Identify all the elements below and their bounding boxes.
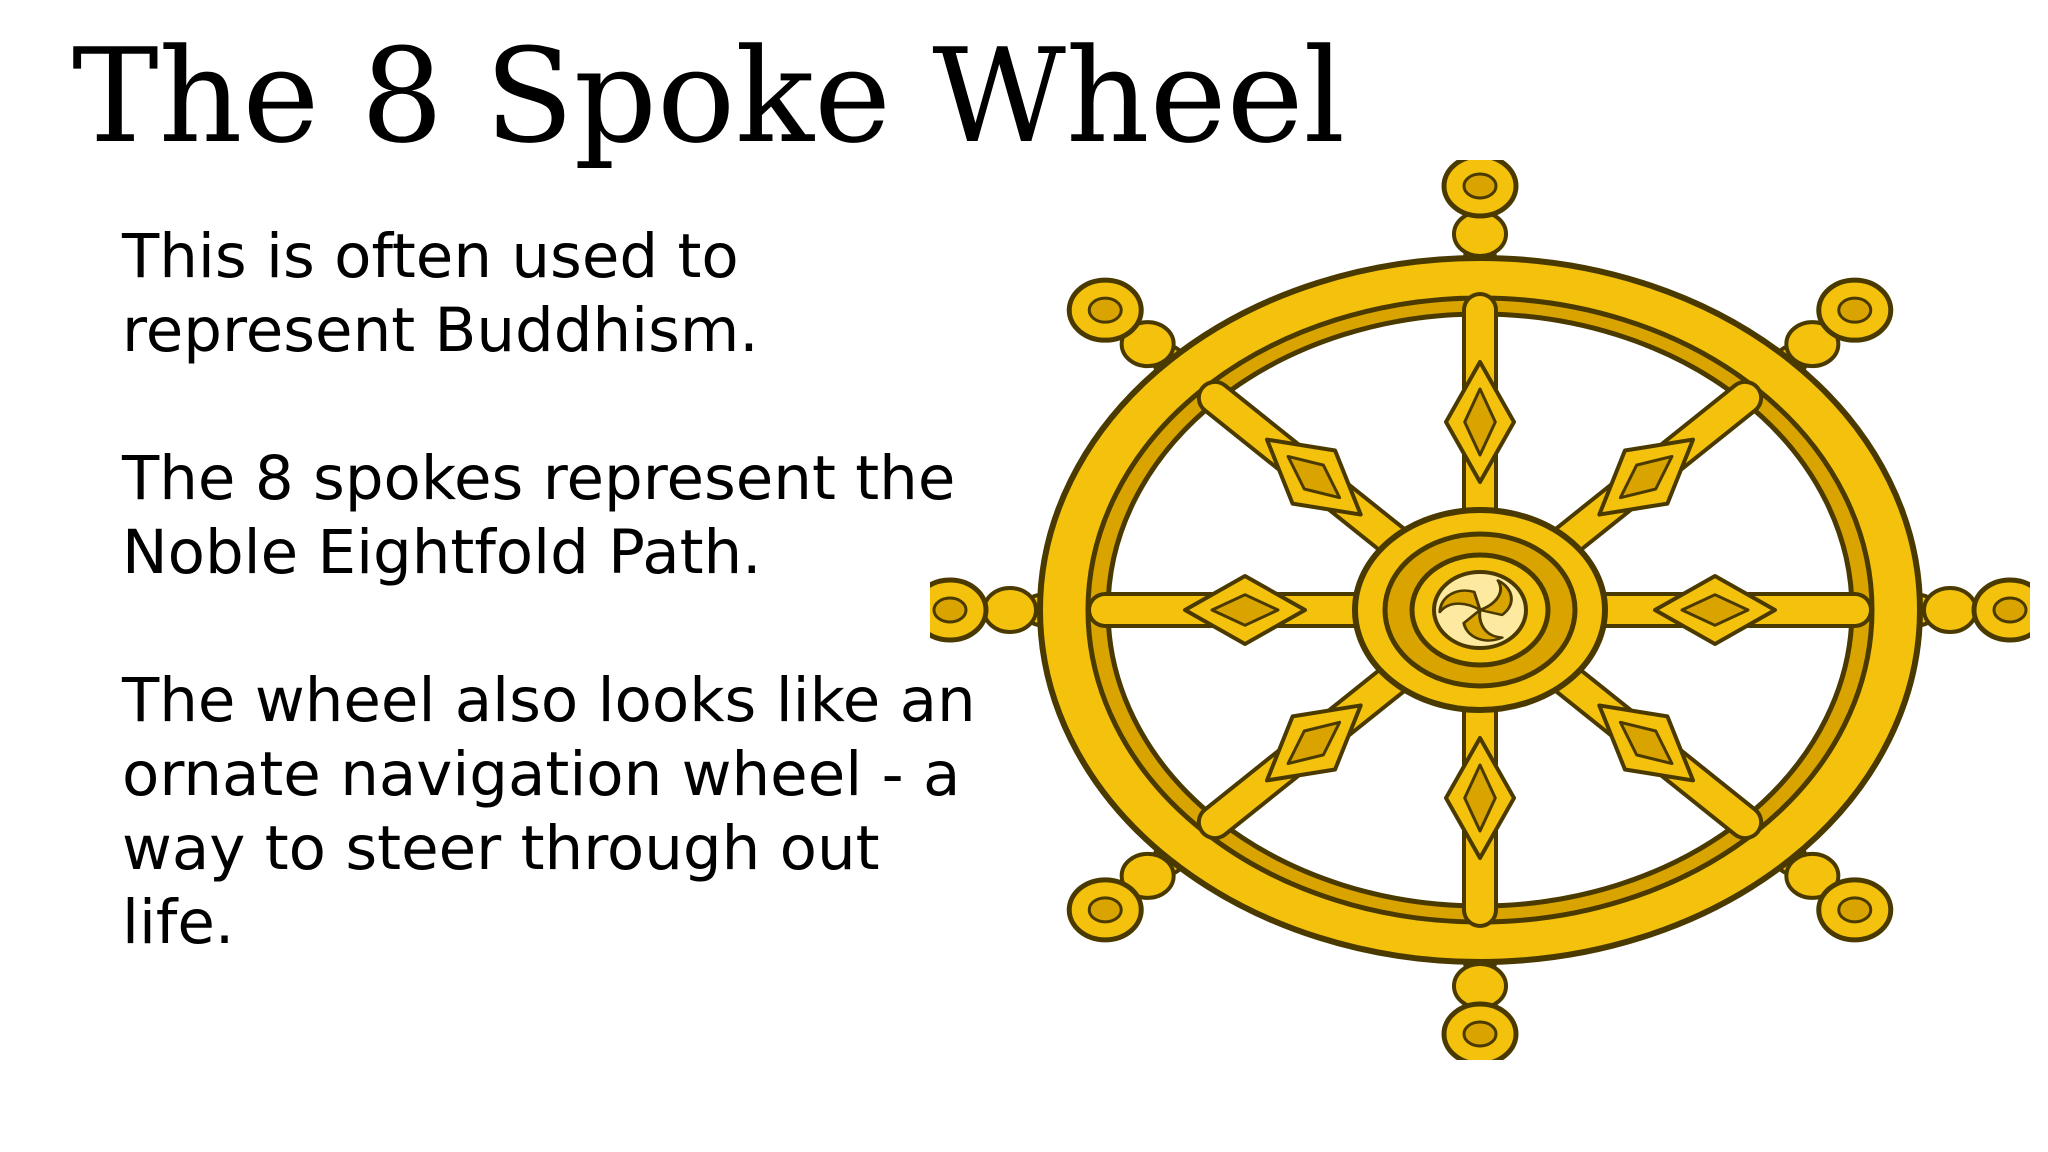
paragraph-navigation-wheel: The wheel also looks like an ornate navi…: [122, 665, 976, 958]
slide-body: This is often used to represent Buddhism…: [122, 220, 982, 960]
swirl-icon: [1438, 579, 1513, 642]
wheel-spoke: [1539, 379, 1764, 566]
wheel-spoke: [1196, 379, 1421, 566]
wheel-spoke: [1572, 574, 1873, 646]
wheel-spoke: [1444, 680, 1516, 928]
wheel-spoke: [1196, 654, 1421, 841]
paragraph-buddhism: This is often used to represent Buddhism…: [122, 221, 759, 366]
dharma-wheel-icon: [930, 160, 2030, 1060]
wheel-spoke: [1087, 574, 1388, 646]
wheel-spoke: [1444, 292, 1516, 540]
slide-title: The 8 Spoke Wheel: [72, 20, 1346, 172]
wheel-spoke: [1539, 654, 1764, 841]
paragraph-eightfold-path: The 8 spokes represent the Noble Eightfo…: [122, 443, 956, 588]
wheel-hub: [1352, 507, 1608, 713]
